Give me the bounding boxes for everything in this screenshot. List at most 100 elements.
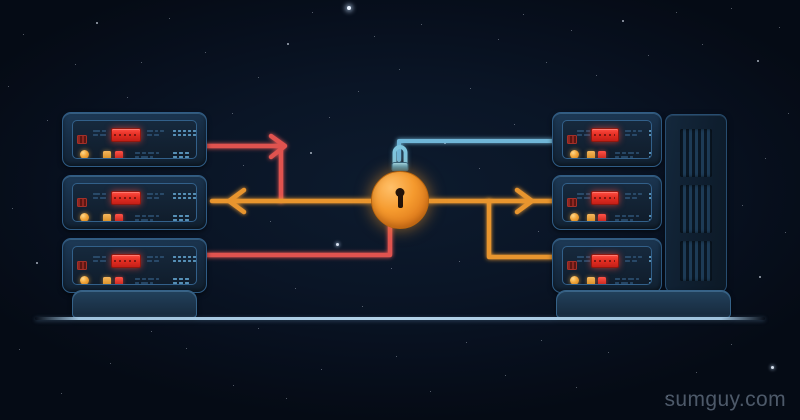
panel-glyph (586, 193, 590, 195)
panel-glyph (584, 260, 590, 262)
panel-glyph (93, 256, 100, 258)
alert-indicator (598, 151, 606, 158)
right-unit-3[interactable] (552, 238, 662, 293)
star (270, 221, 271, 222)
panel-text-block (615, 215, 639, 221)
star (421, 24, 422, 25)
panel-glyph (584, 197, 590, 199)
panel-text-block (93, 193, 106, 199)
server-front-panel (562, 183, 652, 222)
panel-glyph (649, 215, 651, 217)
star (286, 398, 287, 399)
panel-glyph (584, 134, 590, 136)
left-unit-1[interactable] (62, 112, 207, 167)
panel-glyph (179, 156, 183, 158)
panel-glyph (155, 256, 158, 258)
panel-glyph (155, 130, 158, 132)
alert-indicator (115, 214, 123, 221)
panel-text-block (147, 193, 164, 199)
activity-indicator (103, 151, 111, 158)
panel-glyph (179, 219, 183, 221)
panel-glyph (586, 130, 590, 132)
star (648, 55, 649, 56)
panel-glyph (615, 215, 620, 217)
tower-vent-section (680, 129, 712, 177)
panel-glyph (150, 156, 153, 158)
panel-barcode-badge (77, 135, 87, 144)
right-unit-2[interactable] (552, 175, 662, 230)
panel-glyph (173, 156, 177, 158)
panel-glyph (102, 130, 106, 132)
panel-text-block (615, 152, 639, 158)
arrowhead-right-red (268, 133, 288, 160)
panel-text-block (135, 152, 159, 158)
panel-glyph (188, 260, 191, 262)
panel-glyph (633, 130, 636, 132)
panel-glyph (173, 260, 176, 262)
panel-glyph (638, 193, 642, 195)
server-front-panel (562, 120, 652, 159)
alert-indicator (598, 277, 606, 284)
panel-glyph (142, 215, 146, 217)
star (399, 69, 400, 70)
panel-glyph (141, 156, 148, 158)
star (321, 369, 322, 370)
panel-glyph (147, 256, 153, 258)
panel-glyph (173, 256, 176, 258)
power-indicator-led (80, 276, 89, 284)
arrowhead-left-orange (226, 187, 247, 215)
panel-glyph (615, 152, 620, 154)
panel-glyph (621, 219, 628, 221)
panel-text-block (649, 193, 651, 199)
star (19, 349, 20, 350)
panel-glyph (632, 134, 637, 136)
panel-text-block (577, 256, 590, 262)
alert-indicator (598, 214, 606, 221)
panel-glyph (649, 152, 651, 154)
star (243, 165, 244, 166)
panel-text-block (625, 193, 642, 199)
left-unit-2[interactable] (62, 175, 207, 230)
left-unit-3[interactable] (62, 238, 207, 293)
star (169, 18, 170, 19)
panel-text-block (173, 215, 189, 221)
panel-glyph (625, 130, 631, 132)
panel-glyph (93, 260, 98, 262)
watermark: sumguy.com (664, 388, 786, 411)
panel-glyph (135, 219, 139, 221)
panel-glyph (154, 197, 159, 199)
panel-glyph (156, 215, 159, 217)
panel-glyph (156, 152, 159, 154)
panel-glyph (100, 197, 106, 199)
panel-glyph (649, 256, 651, 258)
panel-glyph (135, 282, 139, 284)
panel-glyph (188, 193, 191, 195)
panel-glyph (638, 130, 642, 132)
panel-barcode-badge (567, 198, 577, 207)
star (785, 232, 786, 233)
activity-indicator (103, 214, 111, 221)
panel-glyph (93, 134, 98, 136)
encryption-padlock[interactable] (371, 145, 429, 229)
panel-glyph (173, 130, 176, 132)
panel-glyph (183, 134, 186, 136)
status-led-display (591, 128, 619, 142)
power-indicator-led (570, 276, 579, 284)
panel-glyph (148, 278, 154, 280)
panel-glyph (160, 256, 164, 258)
right-unit-1[interactable] (552, 112, 662, 167)
server-front-panel (72, 183, 197, 222)
panel-glyph (628, 215, 634, 217)
vented-tower-chassis[interactable] (665, 114, 727, 293)
panel-glyph (100, 134, 106, 136)
panel-glyph (141, 282, 148, 284)
panel-glyph (621, 156, 628, 158)
panel-glyph (183, 193, 186, 195)
tower-vent-section (680, 185, 712, 233)
power-indicator-led (570, 213, 579, 221)
panel-glyph (100, 260, 106, 262)
panel-glyph (183, 256, 186, 258)
server-front-panel (72, 120, 197, 159)
panel-glyph (147, 134, 152, 136)
panel-glyph (173, 197, 176, 199)
